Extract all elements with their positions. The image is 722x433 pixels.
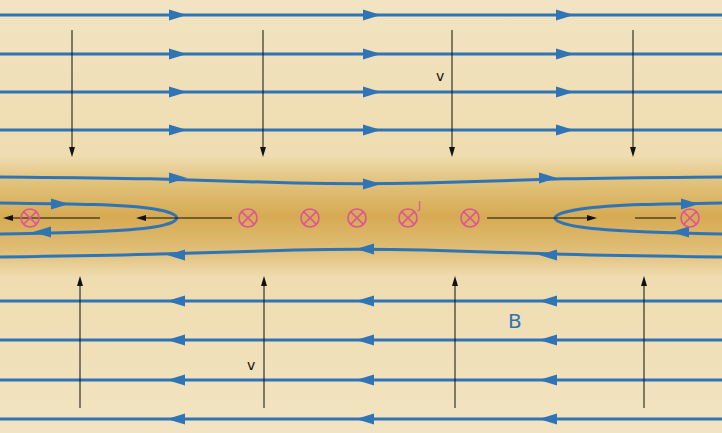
current-into-page — [461, 209, 479, 227]
field-arrowhead — [169, 173, 187, 184]
current-into-page — [399, 209, 417, 227]
current-into-page — [21, 209, 39, 227]
field-arrowhead — [356, 414, 374, 425]
field-arrowhead — [539, 375, 557, 386]
current-into-page — [239, 209, 257, 227]
field-arrowhead — [356, 335, 374, 346]
field-arrowhead — [363, 49, 381, 60]
flow-arrow — [487, 218, 588, 219]
flow-arrowhead — [641, 276, 647, 286]
field-arrowhead — [3, 215, 13, 221]
field-arrowhead — [167, 335, 185, 346]
field-arrowhead — [356, 375, 374, 386]
flow-arrowhead — [77, 276, 83, 286]
field-arrowhead — [363, 10, 381, 21]
field-arrowhead — [587, 215, 597, 221]
field-arrowhead — [136, 215, 146, 221]
field-arrowhead — [539, 414, 557, 425]
field-arrowhead — [556, 87, 574, 98]
field-arrowhead — [167, 250, 185, 261]
field-arrowhead — [681, 199, 699, 210]
flow-arrowhead — [449, 147, 455, 157]
flow-arrow — [12, 218, 100, 219]
field-arrowhead — [556, 125, 574, 136]
field-arrowhead — [671, 227, 689, 238]
current-into-page — [681, 209, 699, 227]
flow-arrowhead — [69, 147, 75, 157]
flow-arrowhead — [630, 147, 636, 157]
flow-arrow — [633, 30, 634, 150]
flow-arrowhead — [260, 147, 266, 157]
flow-arrow — [145, 218, 232, 219]
field-arrowhead — [169, 125, 187, 136]
field-arrowhead — [539, 173, 557, 184]
flow-arrowhead — [452, 276, 458, 286]
flow-arrow — [264, 285, 265, 408]
velocity-label: v — [247, 358, 255, 372]
field-line — [0, 91, 722, 94]
flow-arrow — [80, 285, 81, 408]
flow-arrow — [635, 218, 676, 219]
field-arrowhead — [556, 10, 574, 21]
flow-arrow — [72, 30, 73, 150]
field-arrowhead — [167, 375, 185, 386]
flow-arrow — [644, 285, 645, 408]
field-line — [0, 177, 722, 184]
field-arrowhead — [169, 10, 187, 21]
field-arrowhead — [539, 296, 557, 307]
field-arrowhead — [356, 244, 374, 255]
field-line — [0, 129, 722, 132]
field-arrowhead — [169, 49, 187, 60]
velocity-label: v — [436, 69, 444, 83]
field-arrowhead — [51, 199, 69, 210]
field-arrowhead — [363, 125, 381, 136]
flow-arrow — [263, 30, 264, 150]
field-arrowhead — [539, 250, 557, 261]
current-into-page — [348, 209, 366, 227]
field-arrowhead — [356, 296, 374, 307]
field-arrowhead — [167, 414, 185, 425]
current-label: J — [418, 200, 421, 211]
current-into-page — [301, 209, 319, 227]
flow-arrowhead — [261, 276, 267, 286]
field-arrowhead — [169, 87, 187, 98]
field-arrowhead — [33, 227, 51, 238]
field-arrowhead — [539, 335, 557, 346]
field-label: B — [508, 311, 522, 331]
field-arrowhead — [556, 49, 574, 60]
field-arrowhead — [363, 179, 381, 190]
flow-arrow — [452, 30, 453, 150]
field-line — [0, 14, 722, 17]
field-arrowhead — [167, 296, 185, 307]
field-line — [0, 53, 722, 56]
flow-arrow — [455, 285, 456, 408]
field-arrowhead — [363, 87, 381, 98]
